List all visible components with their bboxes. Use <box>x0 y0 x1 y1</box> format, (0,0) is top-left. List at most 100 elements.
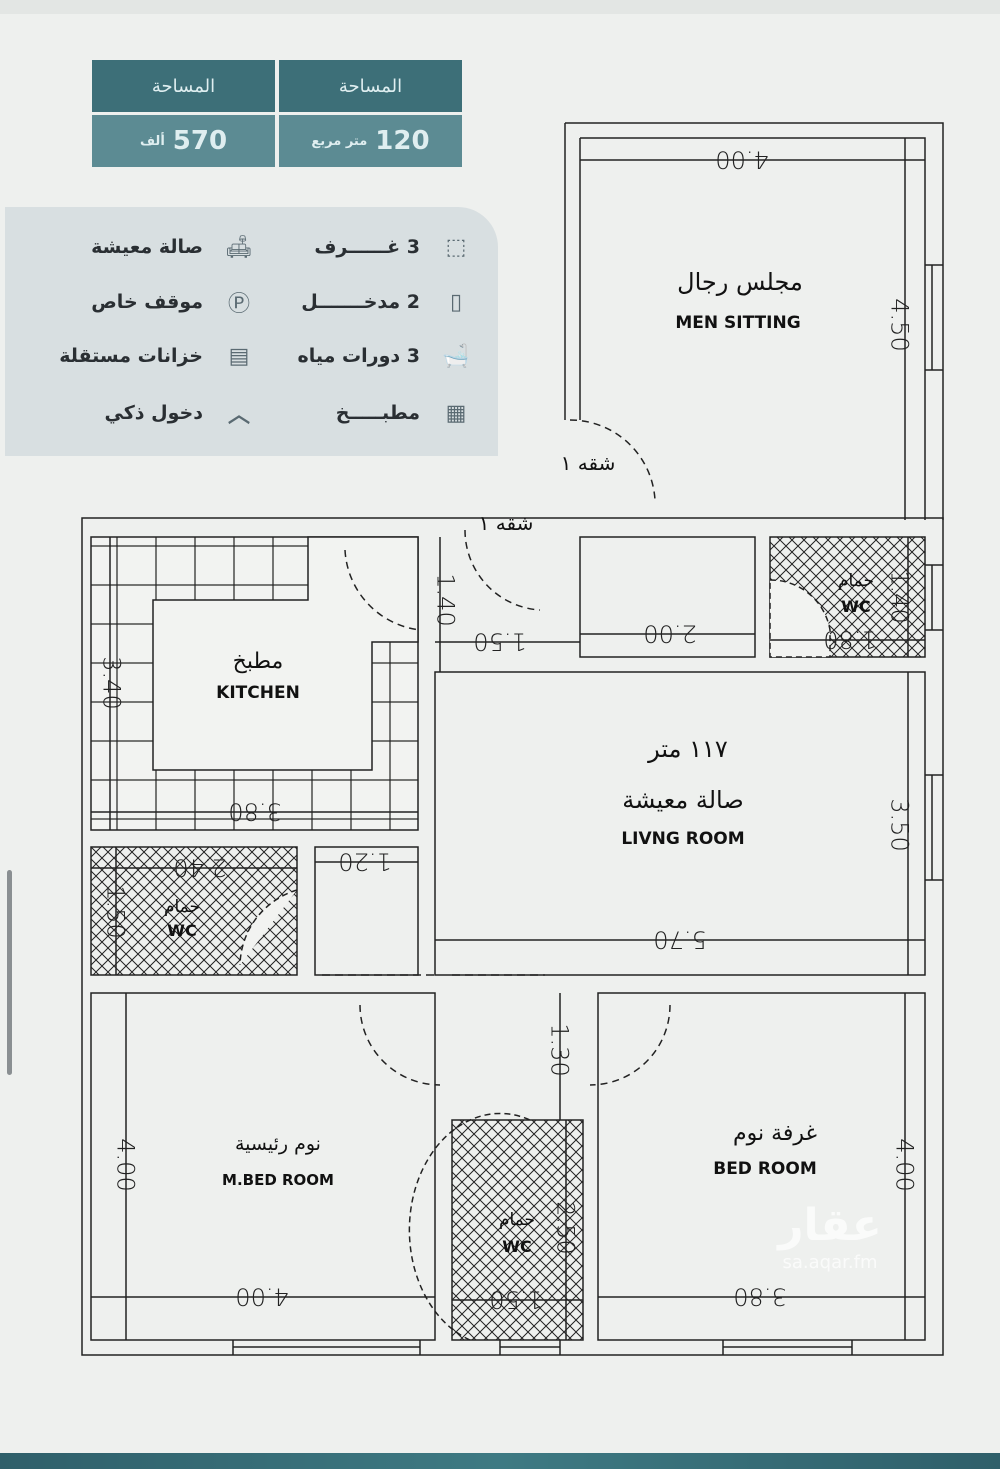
entrance-b-label: شقه ١ <box>479 511 534 535</box>
bottom-bar <box>0 1453 1000 1469</box>
price-header: المساحة <box>92 60 275 112</box>
feature-label: صالة معيشة <box>91 236 203 258</box>
feature-bathrooms: 🛁 3 دورات مياه <box>298 341 472 371</box>
feature-entrances: ▯ 2 مدخـــــــل <box>301 287 472 317</box>
dim-bed-width: 3.80 <box>733 1283 786 1311</box>
dim-hall-height: 1.30 <box>546 1023 574 1076</box>
living-label-en: LIVNG ROOM <box>621 829 744 849</box>
area-cell: 120 متر مربع <box>279 115 462 167</box>
bed-label-ar: غرفة نوم <box>733 1121 817 1146</box>
price-title: المساحة <box>151 75 216 97</box>
feature-parking: Ⓟ موقف خاص <box>91 287 255 317</box>
kitchen-door-swing <box>344 549 421 631</box>
top-bar <box>0 0 1000 14</box>
entrance-a-label: شقه ١ <box>561 451 616 475</box>
feature-smart-entry: ︿ دخول ذكي <box>105 398 255 428</box>
window <box>722 1340 853 1355</box>
wc-left-label-ar: حمام <box>164 897 200 917</box>
feature-label: موقف خاص <box>91 291 203 313</box>
bed-label-en: BED ROOM <box>713 1159 817 1179</box>
wall-men-outer <box>565 122 944 520</box>
chevron-up-icon: ︿ <box>228 403 251 428</box>
feature-label: دخول ذكي <box>104 402 203 424</box>
feature-label: مطبـــــخ <box>335 402 420 424</box>
wc-bottom-floor <box>451 1119 584 1341</box>
dim-bed-height: 4.00 <box>891 1138 919 1191</box>
dim-kitchen-width: 3.80 <box>228 798 281 826</box>
sofa-lamp-icon: 🛋 <box>225 234 253 260</box>
door-icon: ▯ <box>449 289 463 315</box>
bed-door-swing <box>589 1004 671 1086</box>
men-sitting-label-en: MEN SITTING <box>675 313 800 333</box>
scrollbar[interactable] <box>7 870 12 1075</box>
bedroom-walls <box>597 992 926 1341</box>
dim-wc-bottom-width: 1.50 <box>489 1286 542 1314</box>
price-value: 570 <box>172 126 228 156</box>
window <box>925 564 943 631</box>
dim-kitchen-door: 1.40 <box>432 573 460 626</box>
kitchen-label-ar: مطبخ <box>233 649 284 674</box>
dim-wc-left-height: 1.50 <box>102 885 130 938</box>
wc-top-label-en: WC <box>841 597 870 616</box>
dim-entry-width: 1.50 <box>473 628 526 656</box>
window <box>499 1340 561 1355</box>
window <box>925 264 943 371</box>
kitchen-floor <box>152 536 419 771</box>
feature-rooms: ⬚3 غــــــرف <box>314 232 472 262</box>
master-door-swing <box>359 1004 441 1086</box>
living-label-ar: صالة معيشة <box>622 786 743 814</box>
features-panel <box>5 207 498 456</box>
feature-label: 2 مدخـــــــل <box>301 291 420 313</box>
living-area-label: ١١٧ متر <box>647 735 728 763</box>
dim-corridor-width: 2.00 <box>643 620 696 648</box>
entry-corridor <box>579 536 756 658</box>
bathtub-icon: 🛁 <box>442 343 470 369</box>
wall-outer <box>81 517 944 1356</box>
window <box>925 774 943 881</box>
watermark: عقار sa.aqar.fm <box>776 1200 882 1273</box>
dim-living-width: 5.70 <box>653 926 706 954</box>
kitchen-icon: ▦ <box>445 400 467 426</box>
master-bed-label-ar: نوم رئيسية <box>235 1133 321 1155</box>
men-door-swing <box>569 419 656 501</box>
feature-kitchen: ▦ مطبـــــخ <box>336 398 472 428</box>
window <box>232 1340 421 1355</box>
dim-men-width: 4.00 <box>715 146 768 174</box>
master-bed-label-en: M.BED ROOM <box>222 1171 334 1189</box>
price-unit: ألف <box>139 133 165 149</box>
dim-wc-top-height: 1.40 <box>886 570 914 623</box>
feature-label: خزانات مستقلة <box>59 345 203 367</box>
area-header: المساحة <box>279 60 462 112</box>
price-cell: 570 ألف <box>92 115 275 167</box>
wc-left-label-en: WC <box>167 921 196 940</box>
area-title: المساحة <box>338 75 403 97</box>
wc-top-label-ar: حمام <box>838 571 874 591</box>
master-bedroom-walls <box>90 992 436 1341</box>
dim-master-bed-width: 4.00 <box>235 1283 288 1311</box>
dim-small-width: 1.20 <box>338 848 391 876</box>
watermark-logo: عقار <box>776 1200 882 1251</box>
dim-living-height: 3.50 <box>886 798 914 851</box>
feature-tanks: ▤ خزانات مستقلة <box>59 341 255 371</box>
wc-bottom-label-en: WC <box>502 1237 531 1256</box>
area-value: 120 <box>375 126 430 156</box>
parking-icon: Ⓟ <box>228 292 251 317</box>
dim-wc-top-width: 1.80 <box>823 626 876 654</box>
dim-men-height: 4.50 <box>886 298 914 351</box>
feature-living: 🛋 صالة معيشة <box>91 232 255 262</box>
wall-men-inner <box>580 137 926 520</box>
dim-kitchen-height: 3.40 <box>98 656 126 709</box>
watermark-site: sa.aqar.fm <box>783 1252 878 1273</box>
men-sitting-label-ar: مجلس رجال <box>677 268 803 296</box>
water-tank-icon: ▤ <box>228 343 250 369</box>
dim-master-bed-height: 4.00 <box>112 1138 140 1191</box>
kitchen-label-en: KITCHEN <box>216 683 300 703</box>
dim-wc-bottom-height: 2.50 <box>552 1201 580 1254</box>
feature-label: 3 دورات مياه <box>297 345 420 367</box>
living-room-walls <box>434 671 926 976</box>
entry-door-swing <box>464 529 541 611</box>
dim-wc-left-width: 2.40 <box>173 854 226 882</box>
feature-label: 3 غــــــرف <box>314 236 420 258</box>
area-unit: متر مربع <box>311 133 368 149</box>
